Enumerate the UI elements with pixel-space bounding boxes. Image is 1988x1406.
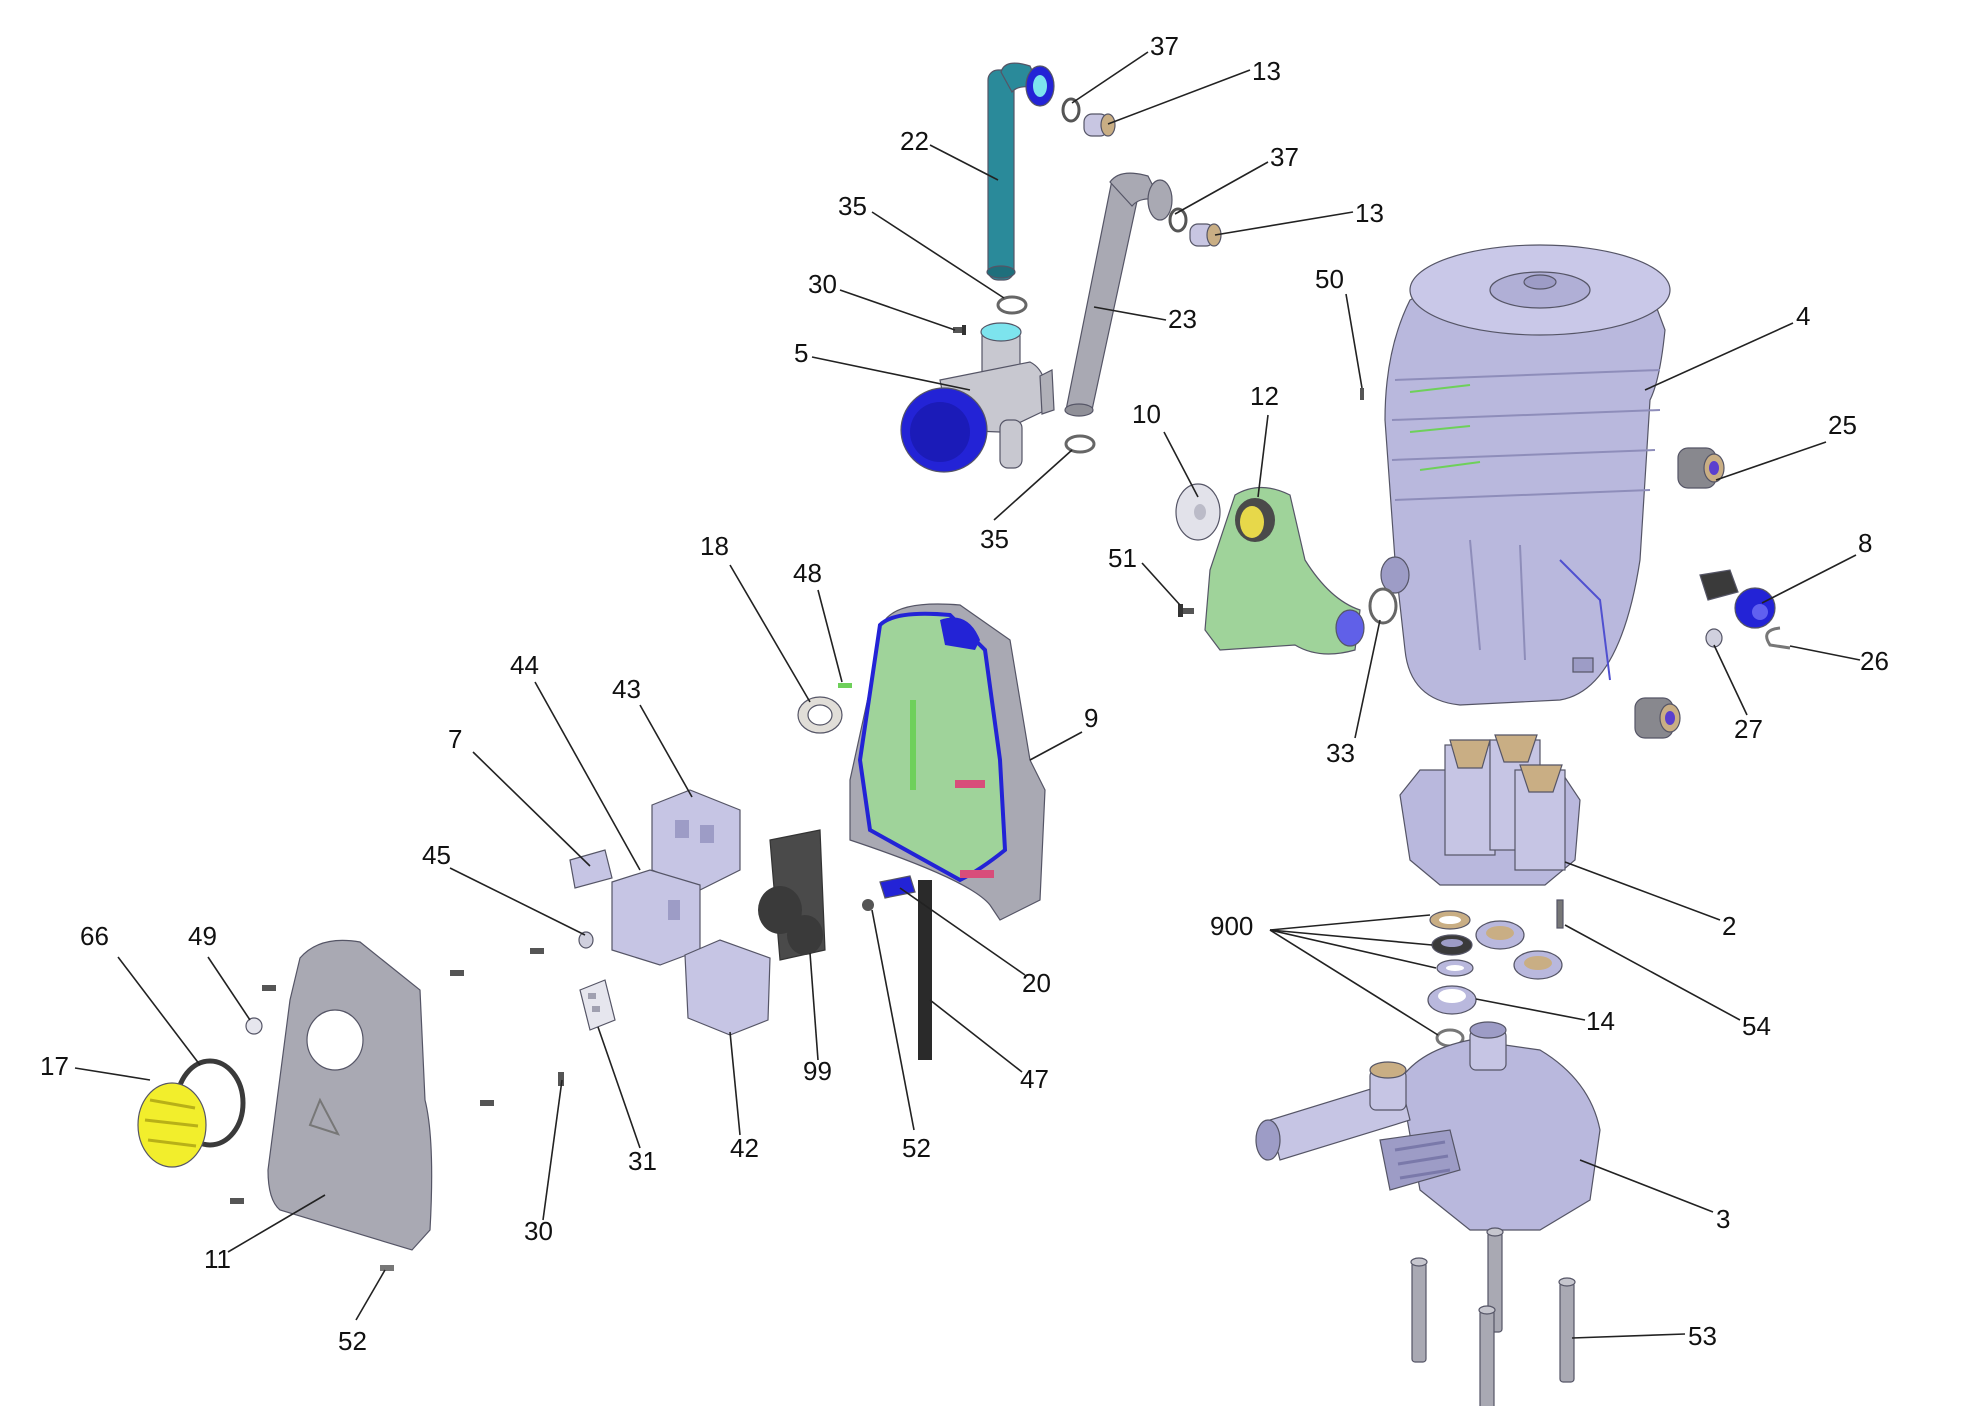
part-27-ball	[1705, 628, 1723, 648]
callout-7: 7	[448, 724, 462, 754]
callout-52: 52	[338, 1326, 367, 1356]
part-3-pump-head	[1255, 1021, 1601, 1231]
callout-5: 5	[794, 338, 808, 368]
part-37-o-ring	[1061, 97, 1081, 123]
callout-3: 3	[1716, 1204, 1730, 1234]
part-52-screw-center	[862, 899, 874, 911]
part-5-inlet-valve	[900, 322, 1055, 473]
callout-99: 99	[803, 1056, 832, 1086]
part-7-plate	[569, 849, 613, 889]
callout-53: 53	[1688, 1321, 1717, 1351]
part-33-ring	[1368, 587, 1398, 625]
part-35-ring-upper	[996, 295, 1028, 315]
part-43-relay	[651, 789, 741, 891]
callout-50: 50	[1315, 264, 1344, 294]
callout-37: 37	[1270, 142, 1299, 172]
callout-25: 25	[1828, 410, 1857, 440]
part-25-plug	[1677, 447, 1725, 489]
part-35-ring-lower	[1064, 434, 1096, 454]
callout-10: 10	[1132, 399, 1161, 429]
callout-51: 51	[1108, 543, 1137, 573]
callout-12: 12	[1250, 381, 1279, 411]
callout-54: 54	[1742, 1011, 1771, 1041]
callout-22: 22	[900, 126, 929, 156]
callout-52: 52	[902, 1133, 931, 1163]
callout-30: 30	[524, 1216, 553, 1246]
callout-43: 43	[612, 674, 641, 704]
screw-icon	[530, 948, 544, 954]
part-9-back-housing	[849, 603, 1046, 921]
callout-900: 900	[1210, 911, 1253, 941]
part-2-cylinder-block	[1399, 734, 1581, 886]
callout-26: 26	[1860, 646, 1889, 676]
screw-icon	[558, 1072, 564, 1086]
part-22-teal-hose	[986, 62, 1055, 281]
part-4-motor-housing	[1380, 244, 1671, 706]
part-14-ring	[1427, 985, 1477, 1015]
part-47-rod	[918, 880, 932, 1060]
part-37-o-ring-lower	[1168, 207, 1188, 233]
parts-drawing	[137, 62, 1791, 1406]
part-25-plug-lower	[1634, 697, 1681, 739]
callout-14: 14	[1586, 1006, 1615, 1036]
part-51-screw	[1178, 604, 1194, 617]
callout-35: 35	[838, 191, 867, 221]
callout-42: 42	[730, 1133, 759, 1163]
part-12-green-housing	[1204, 486, 1365, 655]
screw-icon	[450, 970, 464, 976]
part-8-switch	[1699, 569, 1776, 629]
part-13-bushing	[1083, 113, 1116, 137]
screw-icon	[380, 1265, 394, 1271]
part-44-switch-block	[611, 869, 701, 966]
callout-45: 45	[422, 840, 451, 870]
callout-30: 30	[808, 269, 837, 299]
part-48-pin	[838, 683, 852, 688]
part-18-ring	[797, 696, 843, 734]
callout-11: 11	[204, 1244, 231, 1274]
callout-8: 8	[1858, 528, 1872, 558]
callout-37: 37	[1150, 31, 1179, 61]
screw-icon	[230, 1198, 244, 1204]
part-23-grey-hose	[1064, 172, 1173, 417]
callout-31: 31	[628, 1146, 657, 1176]
part-30-screw-upper	[953, 325, 966, 335]
part-42-box	[684, 939, 771, 1036]
callout-9: 9	[1084, 703, 1098, 733]
callout-66: 66	[80, 921, 109, 951]
callout-4: 4	[1796, 301, 1810, 331]
callout-18: 18	[700, 531, 729, 561]
part-54-screw	[1556, 899, 1564, 929]
part-53-bolts	[1410, 1227, 1576, 1406]
callout-27: 27	[1734, 714, 1763, 744]
part-10-disc	[1175, 483, 1221, 541]
part-50-pin	[1360, 388, 1364, 400]
callout-47: 47	[1020, 1064, 1049, 1094]
part-900-seals	[1429, 910, 1563, 1048]
part-26-clip	[1765, 626, 1791, 650]
callout-labels: 37 13 22 37 13 35 50 4 30 23 5 12 10 25 …	[40, 31, 1889, 1356]
callout-20: 20	[1022, 968, 1051, 998]
part-11-front-cover	[267, 939, 433, 1251]
callout-13: 13	[1252, 56, 1281, 86]
leader-lines	[74, 51, 1861, 1339]
screw-icon	[480, 1100, 494, 1106]
callout-13: 13	[1355, 198, 1384, 228]
callout-48: 48	[793, 558, 822, 588]
callout-23: 23	[1168, 304, 1197, 334]
part-17-knob	[137, 1082, 207, 1168]
callout-33: 33	[1326, 738, 1355, 768]
part-31-terminal	[579, 979, 616, 1031]
callout-2: 2	[1722, 911, 1736, 941]
callout-49: 49	[188, 921, 217, 951]
part-49-nut	[245, 1017, 263, 1035]
screw-icon	[262, 985, 276, 991]
callout-17: 17	[40, 1051, 69, 1081]
callout-44: 44	[510, 650, 539, 680]
part-13-bushing-lower	[1189, 223, 1222, 247]
callout-35: 35	[980, 524, 1009, 554]
part-99-bracket	[758, 829, 826, 961]
part-45-screw	[578, 931, 594, 949]
